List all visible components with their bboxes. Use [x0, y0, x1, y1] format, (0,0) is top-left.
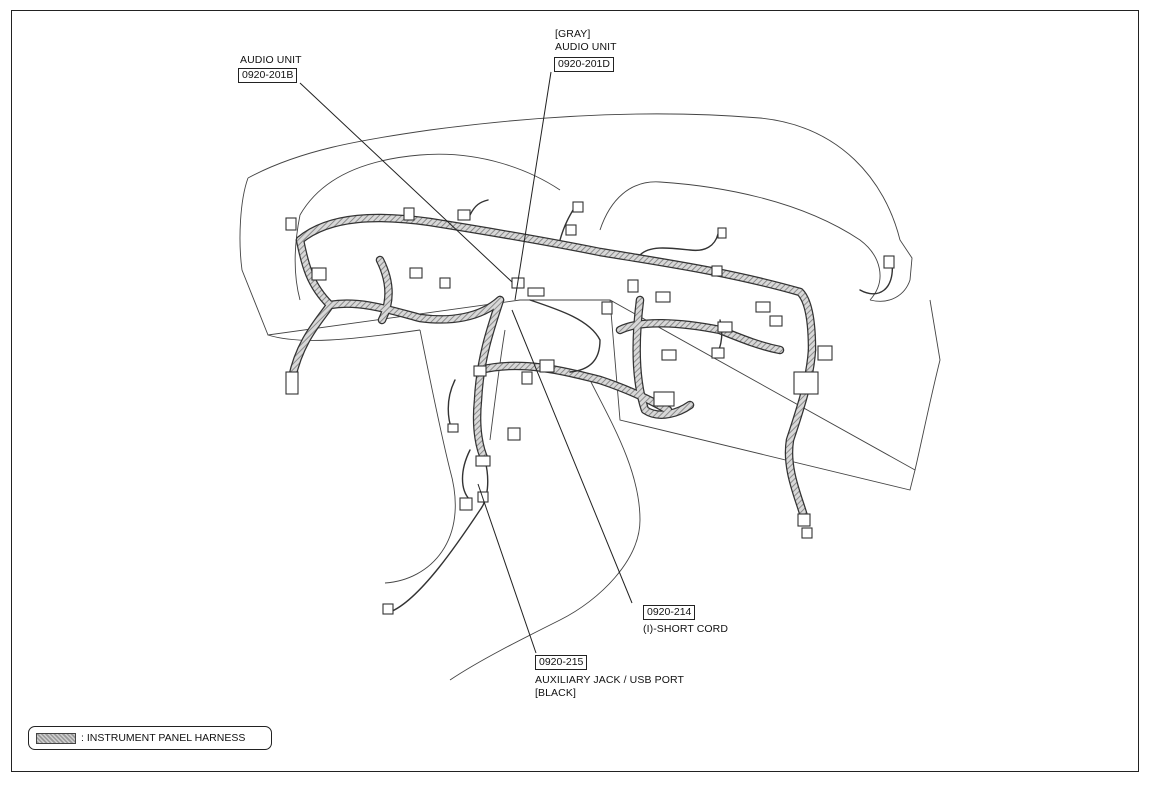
short-cord-caption: (I)-SHORT CORD	[643, 623, 729, 635]
aux-jack-code: 0920-215	[535, 655, 588, 670]
short-cord-code: 0920-214	[643, 605, 696, 620]
audio-unit-d-caption: AUDIO UNIT	[555, 41, 617, 53]
legend: : INSTRUMENT PANEL HARNESS	[28, 726, 272, 750]
harness-swatch	[36, 733, 76, 744]
dashboard-outline	[239, 113, 941, 681]
connectors	[285, 201, 895, 615]
instrument-panel-harness	[287, 199, 893, 613]
audio-unit-b-code: 0920-201B	[238, 68, 298, 83]
legend-label: : INSTRUMENT PANEL HARNESS	[81, 732, 246, 744]
audio-unit-d-color-caption: [GRAY]	[555, 28, 591, 40]
aux-jack-color-caption: [BLACK]	[535, 687, 576, 699]
leader-lines	[299, 71, 633, 654]
audio-unit-d-code: 0920-201D	[554, 57, 614, 72]
audio-unit-b-caption: AUDIO UNIT	[240, 54, 302, 66]
aux-jack-caption: AUXILIARY JACK / USB PORT	[535, 674, 684, 686]
diagram-frame	[11, 10, 1139, 772]
